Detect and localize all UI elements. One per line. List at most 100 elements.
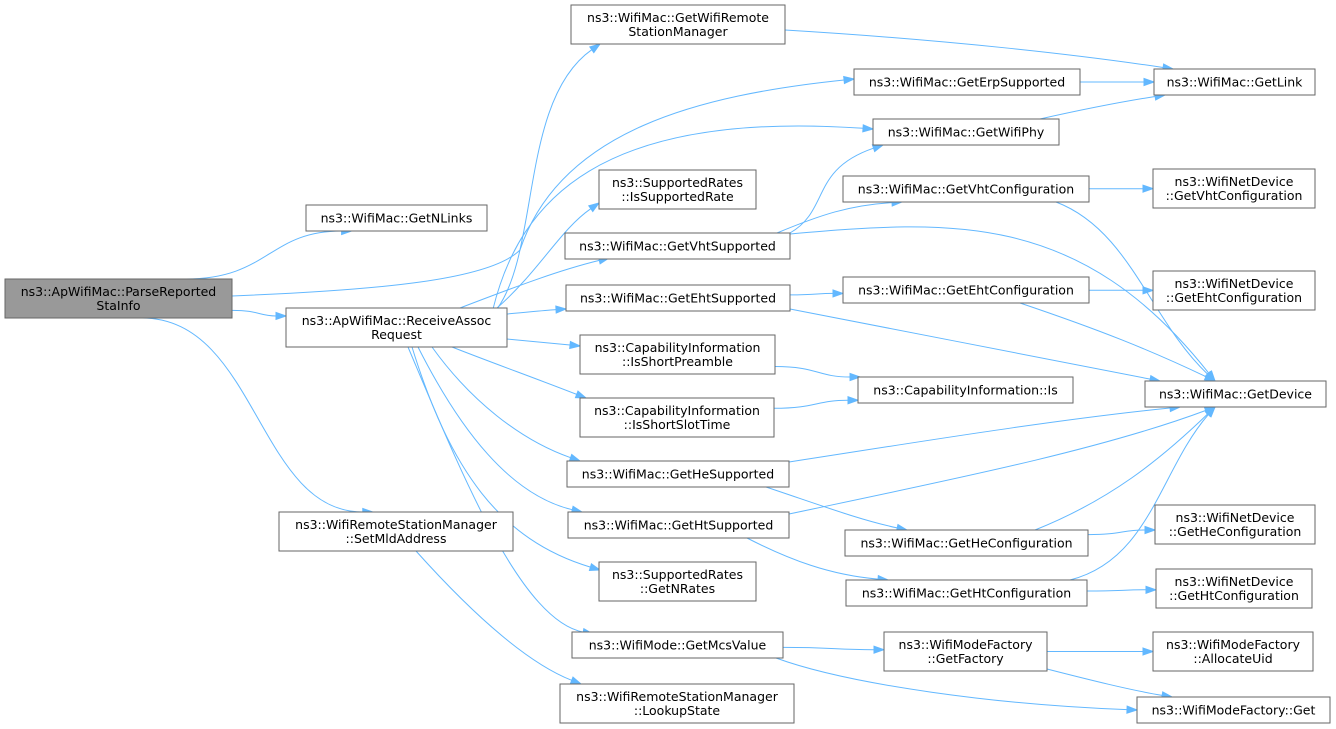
node-alloc[interactable]: ns3::WifiModeFactory::AllocateUid	[1152, 631, 1314, 672]
node-box	[570, 4, 786, 45]
node-ndht[interactable]: ns3::WifiNetDevice::GetHtConfiguration	[1155, 568, 1313, 609]
edge-line	[231, 79, 845, 297]
node-heconf[interactable]: ns3::WifiMac::GetHeConfiguration	[844, 529, 1089, 557]
edge-line	[1055, 201, 1209, 375]
node-ehtsup[interactable]: ns3::WifiMac::GetEhtSupported	[565, 284, 791, 312]
node-label: ns3::WifiMac::GetVhtSupported	[579, 239, 776, 254]
node-label: ::GetHeConfiguration	[1169, 524, 1302, 539]
node-vhtsup[interactable]: ns3::WifiMac::GetVhtSupported	[564, 232, 791, 260]
edge-mcs-to-factory	[782, 645, 886, 654]
node-box	[883, 631, 1048, 672]
node-label: ns3::WifiModeFactory	[1166, 637, 1301, 652]
edge-hesup-to-device	[788, 403, 1182, 463]
node-ndvht[interactable]: ns3::WifiNetDevice::GetVhtConfiguration	[1152, 168, 1316, 209]
node-box	[842, 276, 1090, 304]
node-factory[interactable]: ns3::WifiModeFactory::GetFactory	[883, 631, 1048, 672]
edge-line	[1086, 589, 1147, 592]
node-get[interactable]: ns3::WifiModeFactory::Get	[1136, 696, 1331, 724]
edge-line	[451, 346, 577, 395]
edge-line	[782, 646, 875, 651]
node-vhtconf[interactable]: ns3::WifiMac::GetVhtConfiguration	[842, 175, 1090, 203]
node-hesup[interactable]: ns3::WifiMac::GetHeSupported	[566, 460, 790, 488]
node-setmld[interactable]: ns3::WifiRemoteStationManager::SetMldAdd…	[278, 511, 514, 552]
node-phy[interactable]: ns3::WifiMac::GetWifiPhy	[872, 118, 1060, 146]
node-box	[579, 334, 776, 375]
node-label: ns3::WifiModeFactory	[899, 637, 1034, 652]
node-box	[598, 169, 757, 210]
edge-vhtsup-to-device	[789, 226, 1216, 383]
node-htsup[interactable]: ns3::WifiMac::GetHtSupported	[567, 511, 790, 539]
edge-line	[789, 292, 834, 296]
node-label: ns3::CapabilityInformation	[594, 403, 760, 418]
edge-line	[506, 309, 557, 315]
node-label: ns3::WifiNetDevice	[1175, 276, 1294, 291]
node-box	[564, 232, 791, 260]
node-box	[1152, 631, 1314, 672]
node-device[interactable]: ns3::WifiMac::GetDevice	[1144, 380, 1327, 408]
node-box	[4, 278, 233, 319]
node-label: ns3::WifiMac::GetDevice	[1159, 387, 1312, 402]
edge-htsup-to-device	[788, 406, 1217, 515]
arrowhead-icon	[1142, 184, 1155, 193]
arrowhead-icon	[849, 372, 862, 382]
arrowhead-icon	[568, 453, 582, 462]
node-suprate[interactable]: ns3::SupportedRates::IsSupportedRate	[598, 169, 757, 210]
arrowhead-icon	[1204, 405, 1216, 418]
node-label: ns3::WifiRemoteStationManager	[295, 517, 498, 532]
edge-line	[774, 366, 851, 378]
node-box	[278, 511, 514, 552]
node-rsm[interactable]: ns3::WifiMac::GetWifiRemoteStationManage…	[570, 4, 786, 45]
edge-htconf-to-ndht	[1086, 585, 1158, 595]
node-capis[interactable]: ns3::CapabilityInformation::Is	[857, 376, 1074, 404]
node-link[interactable]: ns3::WifiMac::GetLink	[1153, 68, 1316, 96]
edge-recv-to-shortslot	[451, 346, 588, 399]
node-mcs[interactable]: ns3::WifiMode::GetMcsValue	[571, 631, 784, 659]
edge-parse-to-setmld	[141, 317, 375, 517]
node-box	[845, 579, 1088, 607]
node-box	[285, 307, 508, 348]
edge-setmld-to-lookup	[415, 550, 583, 685]
node-ehtconf[interactable]: ns3::WifiMac::GetEhtConfiguration	[842, 276, 1090, 304]
edge-line	[1039, 96, 1156, 120]
node-label: ns3::WifiMac::GetLink	[1167, 75, 1304, 90]
node-lookup[interactable]: ns3::WifiRemoteStationManager::LookupSta…	[559, 683, 795, 724]
node-box	[1144, 380, 1327, 408]
node-label: ::IsShortSlotTime	[624, 417, 731, 432]
arrowhead-icon	[569, 340, 582, 350]
node-box	[853, 68, 1081, 96]
arrowhead-icon	[1144, 525, 1157, 535]
node-box	[559, 683, 795, 724]
edge-line	[506, 338, 571, 346]
arrowhead-icon	[871, 144, 885, 153]
edge-line	[788, 407, 1171, 463]
arrowhead-icon	[275, 311, 288, 321]
arrowhead-icon	[1126, 705, 1139, 714]
node-label: ns3::WifiNetDevice	[1175, 574, 1294, 589]
node-label: ::GetHtConfiguration	[1169, 588, 1299, 603]
node-label: ns3::WifiMac::GetWifiPhy	[888, 125, 1045, 140]
node-label: ns3::WifiMode::GetMcsValue	[589, 638, 767, 653]
node-ndhe[interactable]: ns3::WifiNetDevice::GetHeConfiguration	[1154, 504, 1316, 545]
edge-rsm-to-link	[784, 29, 1175, 72]
node-nlinks[interactable]: ns3::WifiMac::GetNLinks	[305, 204, 488, 232]
node-box	[1153, 68, 1316, 96]
edge-line	[746, 537, 879, 580]
node-ndeht[interactable]: ns3::WifiNetDevice::GetEhtConfiguration	[1152, 270, 1316, 311]
node-label: ns3::WifiMac::GetHtConfiguration	[862, 586, 1071, 601]
node-box	[1152, 270, 1316, 311]
node-htconf[interactable]: ns3::WifiMac::GetHtConfiguration	[845, 579, 1088, 607]
node-shortslot[interactable]: ns3::CapabilityInformation::IsShortSlotT…	[579, 397, 775, 438]
edge-phy-to-link	[1039, 92, 1167, 120]
edge-line	[789, 147, 874, 234]
node-shortpre[interactable]: ns3::CapabilityInformation::IsShortPream…	[579, 334, 776, 375]
edge-vhtsup-to-phy	[789, 144, 885, 234]
arrowhead-icon	[843, 75, 856, 85]
arrowhead-icon	[1142, 286, 1155, 295]
node-label: ns3::CapabilityInformation	[595, 340, 761, 355]
node-nrates[interactable]: ns3::SupportedRates::GetNRates	[598, 561, 757, 602]
node-label: ns3::WifiMac::GetHtSupported	[584, 518, 774, 533]
node-erp[interactable]: ns3::WifiMac::GetErpSupported	[853, 68, 1081, 96]
arrowhead-icon	[574, 390, 588, 399]
node-label: ::LookupState	[634, 703, 721, 718]
